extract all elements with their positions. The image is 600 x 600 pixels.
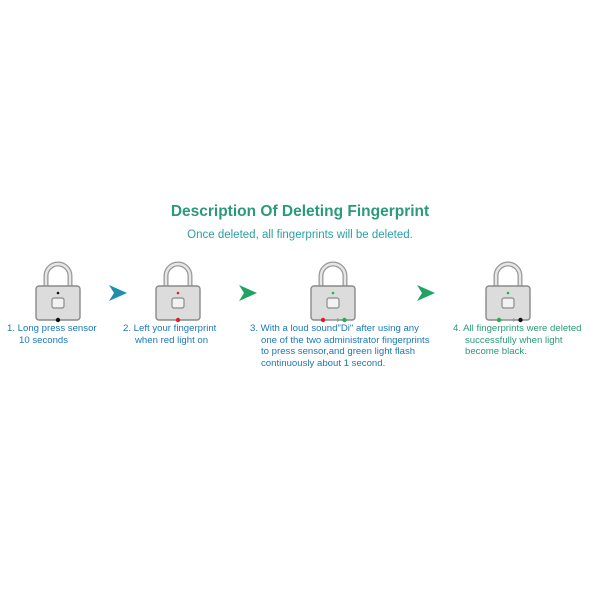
step-description: 3. With a loud sound"Di" after using any… [250,323,430,369]
page-title: Description Of Deleting Fingerprint [170,203,430,220]
padlock-icon [155,261,201,321]
arrow-right-icon [239,285,257,301]
light-indicator [496,317,523,323]
lock-led [56,291,60,295]
light-indicator [55,317,61,323]
light-indicator [175,317,181,323]
arrow-right-icon [417,285,435,301]
lock-led [331,291,335,295]
lock-led [176,291,180,295]
padlock-icon [485,261,531,321]
padlock-icon [35,261,81,321]
page-subtitle: Once deleted, all fingerprints will be d… [187,229,413,241]
step-description: 2. Left your fingerprint when red light … [123,323,217,346]
step-description: 1. Long press sensor 10 seconds [7,323,97,346]
light-indicator [320,317,347,323]
step-description: 4. All fingerprints were deleted success… [453,323,582,357]
arrow-right-icon [109,285,127,301]
padlock-icon [310,261,356,321]
lock-led [506,291,510,295]
